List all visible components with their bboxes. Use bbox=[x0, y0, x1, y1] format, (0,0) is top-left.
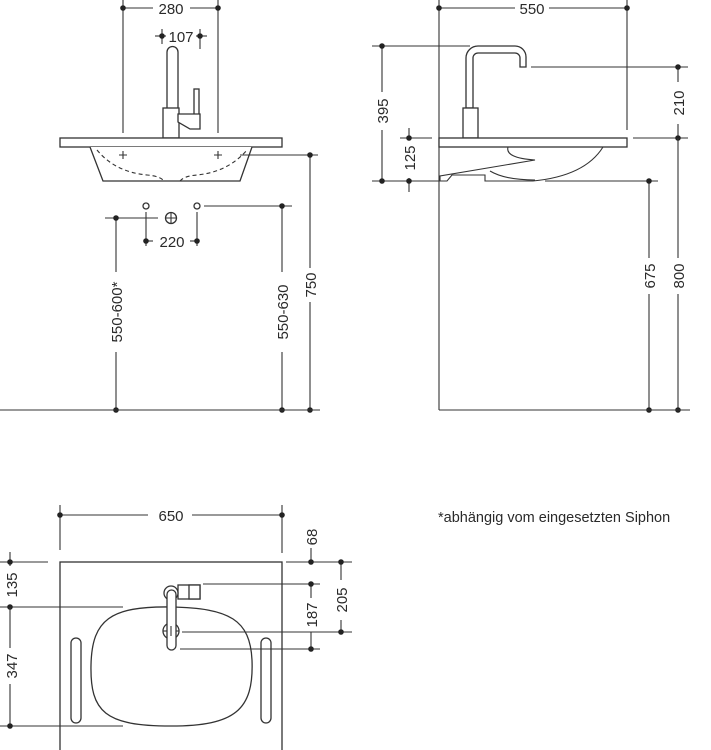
dim-label: 550-630 bbox=[275, 284, 292, 339]
washbasin-bowl-side bbox=[439, 146, 604, 182]
faucet-top bbox=[162, 584, 201, 651]
dimension-135: 135 bbox=[0, 552, 123, 610]
supply-hole-right bbox=[193, 202, 201, 210]
dim-label: 187 bbox=[304, 602, 321, 627]
washbasin-bowl-top bbox=[90, 606, 253, 727]
dim-label: 205 bbox=[334, 587, 351, 612]
dim-label: 800 bbox=[671, 263, 688, 288]
grip-slot-right bbox=[260, 637, 272, 724]
dim-label: 395 bbox=[375, 98, 392, 123]
dimension-187: 187 bbox=[180, 581, 321, 652]
dimension-550-600: 550-600* bbox=[105, 215, 158, 413]
dimension-800: 800 bbox=[671, 138, 688, 413]
dimension-650: 650 bbox=[57, 505, 285, 553]
dimension-750: 750 bbox=[240, 152, 320, 413]
dim-label: 347 bbox=[4, 653, 21, 678]
front-view: 280 107 750 bbox=[0, 0, 320, 413]
dim-label: 750 bbox=[303, 272, 320, 297]
dimension-220: 220 bbox=[143, 212, 200, 251]
washbasin-bowl-front bbox=[89, 146, 253, 182]
dim-label: 107 bbox=[168, 29, 193, 46]
top-view: 650 135 347 bbox=[0, 505, 352, 750]
dim-label: 550 bbox=[519, 1, 544, 18]
faucet-side bbox=[462, 45, 527, 139]
grip-slot-left bbox=[70, 637, 82, 724]
dim-label: 650 bbox=[158, 508, 183, 525]
dim-label: 68 bbox=[304, 529, 321, 546]
dim-label: 210 bbox=[671, 90, 688, 115]
dim-label: 220 bbox=[159, 234, 184, 251]
dim-label: 135 bbox=[4, 572, 21, 597]
dim-label: 280 bbox=[158, 1, 183, 18]
cross-marks bbox=[119, 151, 222, 159]
washbasin-top-side bbox=[438, 137, 628, 148]
dimension-347: 347 bbox=[0, 607, 123, 729]
dimension-550: 550 bbox=[436, 0, 630, 410]
drain-icon bbox=[164, 211, 178, 225]
dim-label: 125 bbox=[402, 145, 419, 170]
dimension-205: 205 bbox=[182, 559, 352, 635]
dimension-68: 68 bbox=[286, 529, 352, 565]
dimension-550-630: 550-630 bbox=[204, 203, 292, 413]
dimension-675: 675 bbox=[545, 178, 659, 413]
supply-hole-left bbox=[142, 202, 150, 210]
dim-label: 550-600* bbox=[109, 281, 126, 342]
footnote: *abhängig vom eingesetzten Siphon bbox=[438, 510, 670, 526]
dimension-280: 280 bbox=[120, 0, 221, 133]
dimension-210: 210 bbox=[531, 64, 688, 141]
dimension-395: 395 bbox=[372, 43, 470, 184]
faucet-front bbox=[162, 45, 201, 139]
side-view: 550 395 125 bbox=[372, 0, 690, 413]
dim-label: 675 bbox=[642, 263, 659, 288]
dimension-107: 107 bbox=[155, 29, 207, 49]
washbasin-top-front bbox=[59, 137, 283, 148]
dimension-125: 125 bbox=[400, 128, 432, 192]
